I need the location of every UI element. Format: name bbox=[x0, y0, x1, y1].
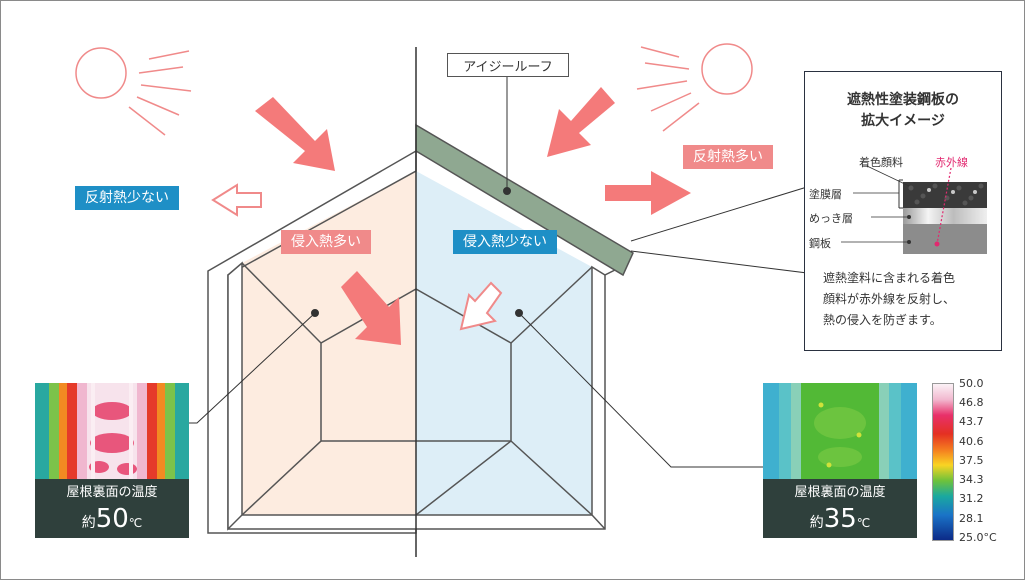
zoom-title: 遮熱性塗装鋼板の 拡大イメージ bbox=[805, 90, 1001, 132]
scale-tick: 40.6 bbox=[959, 435, 984, 448]
scale-tick: 46.8 bbox=[959, 396, 984, 409]
thermal-temp-left-unit: ℃ bbox=[128, 516, 143, 530]
zoom-desc-line1: 遮熱塗料に含まれる着色 bbox=[823, 271, 956, 285]
roof-name-label: アイジールーフ bbox=[447, 53, 569, 77]
zoom-title-line2: 拡大イメージ bbox=[861, 113, 945, 129]
thermal-temp-right-value: 35 bbox=[823, 504, 857, 534]
thermal-temp-left-value: 50 bbox=[95, 504, 129, 534]
intrude-arrow-left bbox=[341, 271, 401, 345]
intrude-arrow-right bbox=[459, 281, 503, 331]
thermal-temp-right: 約35℃ bbox=[763, 501, 917, 538]
sun-left-icon bbox=[75, 47, 192, 136]
zoom-description: 遮熱塗料に含まれる着色 顔料が赤外線を反射し、 熱の侵入を防ぎます。 bbox=[823, 268, 993, 331]
infrared-label: 赤外線 bbox=[935, 156, 968, 169]
incoming-heat-arrow-left bbox=[255, 97, 335, 171]
incoming-heat-arrow-right bbox=[547, 87, 615, 157]
scale-tick: 34.3 bbox=[959, 473, 984, 486]
reflect-arrow-right bbox=[605, 171, 691, 215]
scale-tick: 31.2 bbox=[959, 492, 984, 505]
scale-tick: 50.0 bbox=[959, 377, 984, 390]
pigment-label: 着色顔料 bbox=[859, 156, 903, 169]
thermal-caption-left: 屋根裏面の温度 bbox=[66, 485, 158, 500]
house-interior-left bbox=[242, 171, 416, 515]
scale-tick: 25.0°C bbox=[959, 531, 997, 544]
zoom-desc-line3: 熱の侵入を防ぎます。 bbox=[823, 313, 942, 327]
coating-layer-label: 塗膜層 bbox=[809, 188, 842, 201]
house-interior-right bbox=[416, 171, 592, 515]
reflect-high-label: 反射熱多い bbox=[683, 145, 773, 169]
zoom-desc-line2: 顔料が赤外線を反射し、 bbox=[823, 292, 956, 306]
intrude-high-label: 侵入熱多い bbox=[281, 230, 371, 254]
thermal-image-left bbox=[35, 383, 189, 479]
sun-right-icon bbox=[636, 43, 753, 132]
thermal-image-right bbox=[763, 383, 917, 479]
thermal-temp-left-prefix: 約 bbox=[81, 515, 96, 531]
thermal-card-left: 屋根裏面の温度 約50℃ bbox=[35, 383, 189, 538]
zoom-panel: 遮熱性塗装鋼板の 拡大イメージ 着色顔料 赤外線 塗膜層 めっき層 鋼板 bbox=[804, 71, 1002, 351]
scale-tick: 43.7 bbox=[959, 415, 984, 428]
plating-layer-label: めっき層 bbox=[809, 212, 853, 225]
thermal-temp-right-unit: ℃ bbox=[856, 516, 871, 530]
thermal-card-right: 屋根裏面の温度 約35℃ bbox=[763, 383, 917, 538]
intrude-low-label: 侵入熱少ない bbox=[453, 230, 557, 254]
temperature-scale-bar bbox=[932, 383, 954, 541]
layer-cross-section bbox=[841, 165, 987, 254]
scale-tick: 37.5 bbox=[959, 454, 984, 467]
thermal-caption-right: 屋根裏面の温度 bbox=[794, 485, 886, 500]
steel-plate-label: 鋼板 bbox=[809, 237, 831, 250]
thermal-temp-left: 約50℃ bbox=[35, 501, 189, 538]
thermal-temp-right-prefix: 約 bbox=[809, 515, 824, 531]
reflect-low-label: 反射熱少ない bbox=[75, 186, 179, 210]
zoom-title-line1: 遮熱性塗装鋼板の bbox=[847, 92, 959, 108]
scale-tick: 28.1 bbox=[959, 512, 984, 525]
house-outline bbox=[207, 149, 625, 534]
reflect-arrow-left bbox=[211, 183, 262, 217]
